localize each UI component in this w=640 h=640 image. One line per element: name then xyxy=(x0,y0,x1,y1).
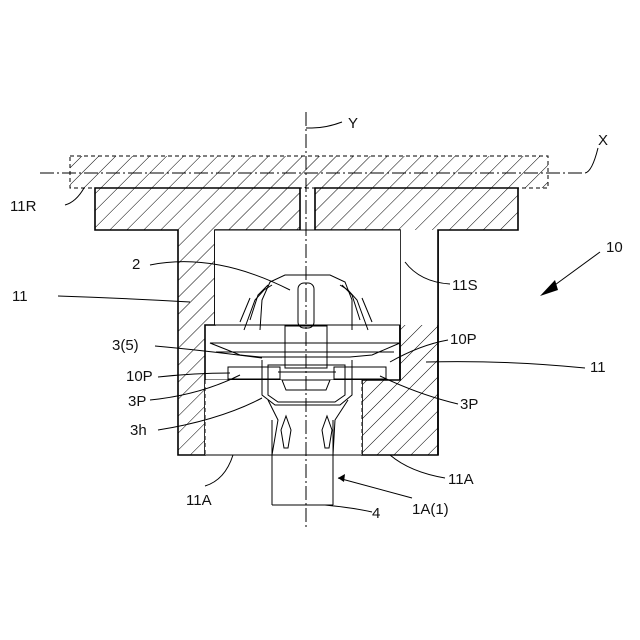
label-3h: 3h xyxy=(130,422,147,439)
label-10p-left: 10P xyxy=(126,368,153,385)
inner-cavity-11s xyxy=(215,230,400,325)
label-3p-left: 3P xyxy=(128,393,146,410)
roof-plate xyxy=(70,156,548,188)
label-3-5: 3(5) xyxy=(112,337,139,354)
label-11a-right: 11A xyxy=(448,471,474,488)
label-11-right: 11 xyxy=(590,359,606,376)
label-3p-right: 3P xyxy=(460,396,478,413)
label-4: 4 xyxy=(372,505,380,522)
label-11-left: 11 xyxy=(12,288,28,305)
label-y: Y xyxy=(348,115,358,132)
label-11r: 11R xyxy=(10,198,37,215)
label-10: 10 xyxy=(606,239,623,256)
label-11a-left: 11A xyxy=(186,492,212,509)
label-x: X xyxy=(598,132,608,149)
arrow-10 xyxy=(540,252,600,296)
label-11s: 11S xyxy=(452,277,478,294)
label-10p-right: 10P xyxy=(450,331,477,348)
label-1a-1: 1A(1) xyxy=(412,501,449,518)
label-2: 2 xyxy=(132,256,140,273)
